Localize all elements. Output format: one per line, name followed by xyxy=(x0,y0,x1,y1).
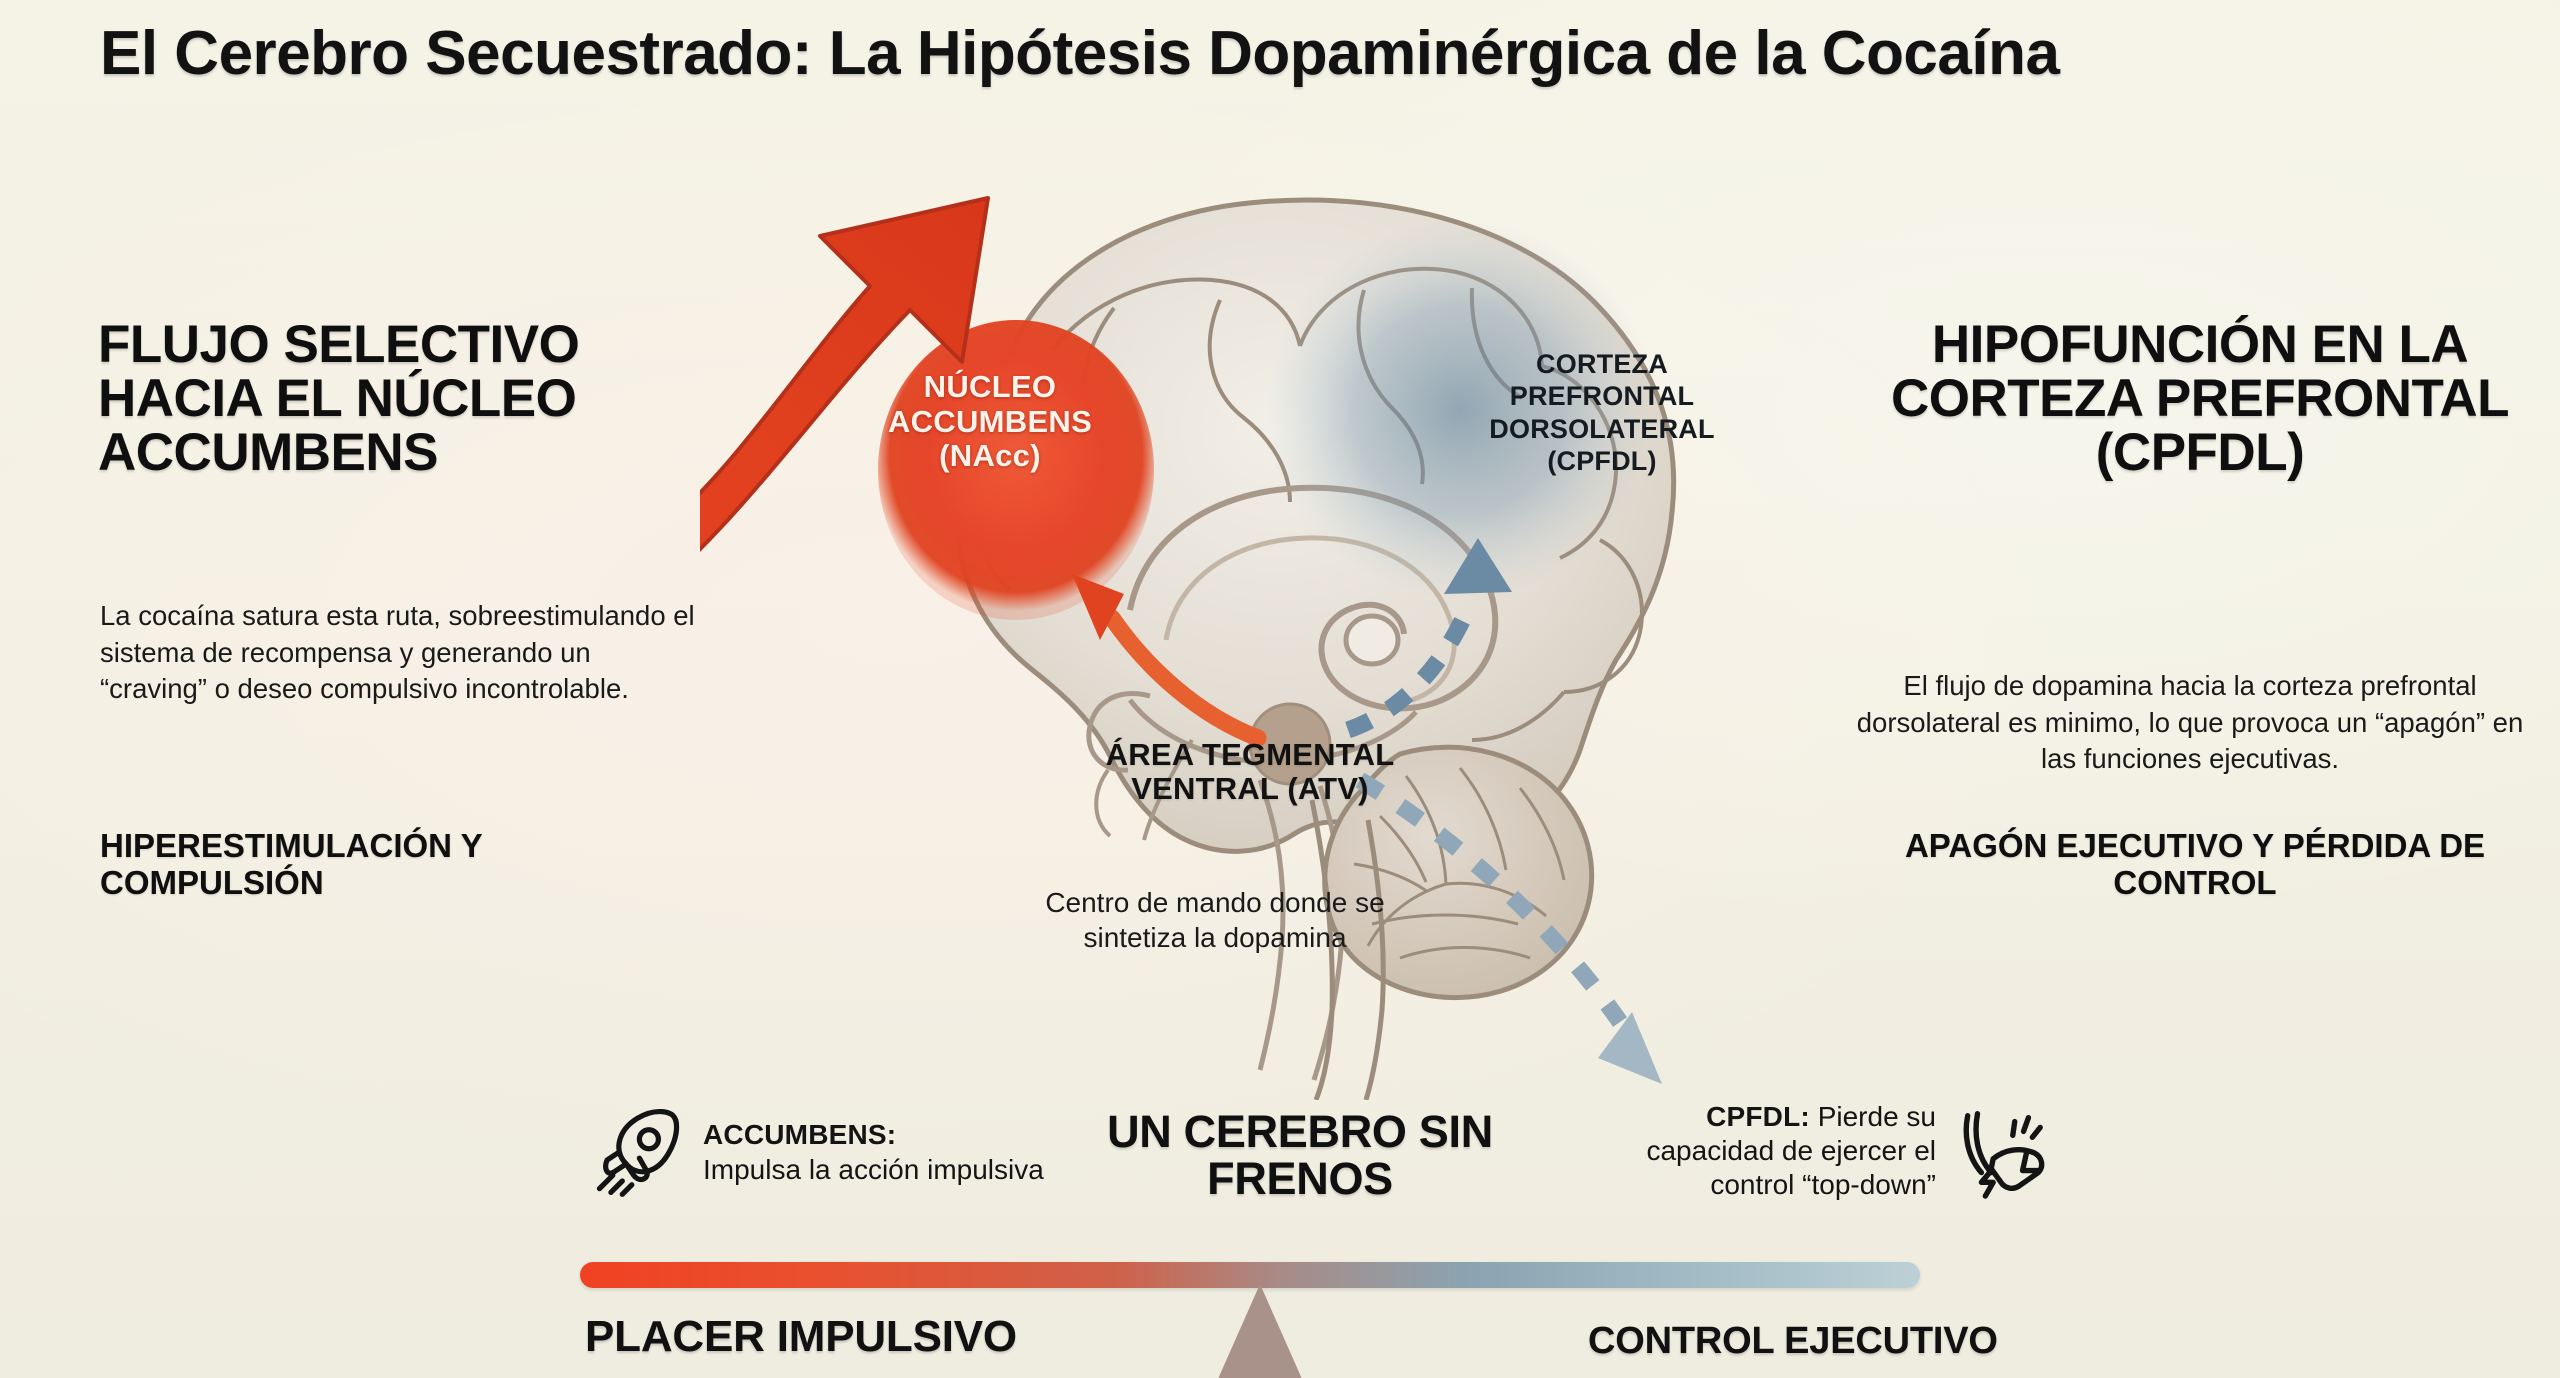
page-title: El Cerebro Secuestrado: La Hipótesis Dop… xyxy=(100,19,2060,88)
accumbens-callout-body: Impulsa la acción impulsiva xyxy=(703,1153,1044,1185)
rocket-icon xyxy=(596,1109,680,1197)
weak-outflow-arrowhead xyxy=(1598,1012,1662,1084)
atv-to-cpfdl-arrow xyxy=(1345,604,1476,739)
accumbens-callout-title: ACCUMBENS: xyxy=(703,1119,897,1151)
atv-region-label: ÁREA TEGMENTAL VENTRAL (ATV) xyxy=(1105,737,1395,807)
left-panel-body: La cocaína satura esta ruta, sobreestimu… xyxy=(100,600,695,705)
center-slogan: UN CEREBRO SIN FRENOS xyxy=(1107,1106,1493,1205)
atv-region-sublabel: Centro de mando donde se sintetiza la do… xyxy=(1045,887,1385,953)
right-panel-heading: HIPOFUNCIÓN EN LA CORTEZA PREFRONTAL (CP… xyxy=(1890,315,2510,483)
cpfdl-region-label: CORTEZA PREFRONTAL DORSOLATERAL (CPFDL) xyxy=(1489,349,1715,477)
cpfdl-callout-text: CPFDL: Pierde su capacidad de ejercer el… xyxy=(1580,1100,1936,1202)
nacc-region-label: NÚCLEO ACCUMBENS (NAcc) xyxy=(887,369,1093,474)
cpfdl-callout: CPFDL: Pierde su capacidad de ejercer el… xyxy=(1580,1100,2050,1202)
brain-diagram-svg xyxy=(700,196,1677,1100)
balance-left-label: PLACER IMPULSIVO xyxy=(585,1312,1017,1361)
right-panel-body: El flujo de dopamina hacia la corteza pr… xyxy=(1856,670,2524,775)
right-panel-subheading: APAGÓN EJECUTIVO Y PÉRDIDA DE CONTROL xyxy=(1904,827,2486,901)
cpfdl-callout-body: Pierde su capacidad de ejercer el contro… xyxy=(1646,1101,1936,1201)
left-panel-subheading: HIPERESTIMULACIÓN Y COMPULSIÓN xyxy=(100,827,482,901)
balance-bar xyxy=(580,1262,1920,1288)
cpfdl-arrowhead xyxy=(1444,538,1512,594)
cpfdl-glow-region xyxy=(1265,220,1655,600)
accumbens-callout-text: ACCUMBENS: Impulsa la acción impulsiva xyxy=(703,1118,1044,1186)
atv-to-nacc-arrow xyxy=(1072,574,1267,747)
brain-illustration xyxy=(700,140,1880,1100)
balance-fulcrum xyxy=(1214,1284,1306,1378)
accumbens-callout: ACCUMBENS: Impulsa la acción impulsiva xyxy=(590,1105,1060,1200)
nacc-region xyxy=(878,320,1154,620)
cpfdl-callout-title: CPFDL: xyxy=(1706,1101,1810,1132)
left-panel-heading: FLUJO SELECTIVO HACIA EL NÚCLEO ACCUMBEN… xyxy=(98,315,580,483)
selective-flow-arrow xyxy=(700,196,990,552)
brake-pedal-icon xyxy=(1963,1111,2045,1200)
balance-right-label: CONTROL EJECUTIVO xyxy=(1588,1320,1998,1362)
atv-node xyxy=(1248,702,1332,786)
